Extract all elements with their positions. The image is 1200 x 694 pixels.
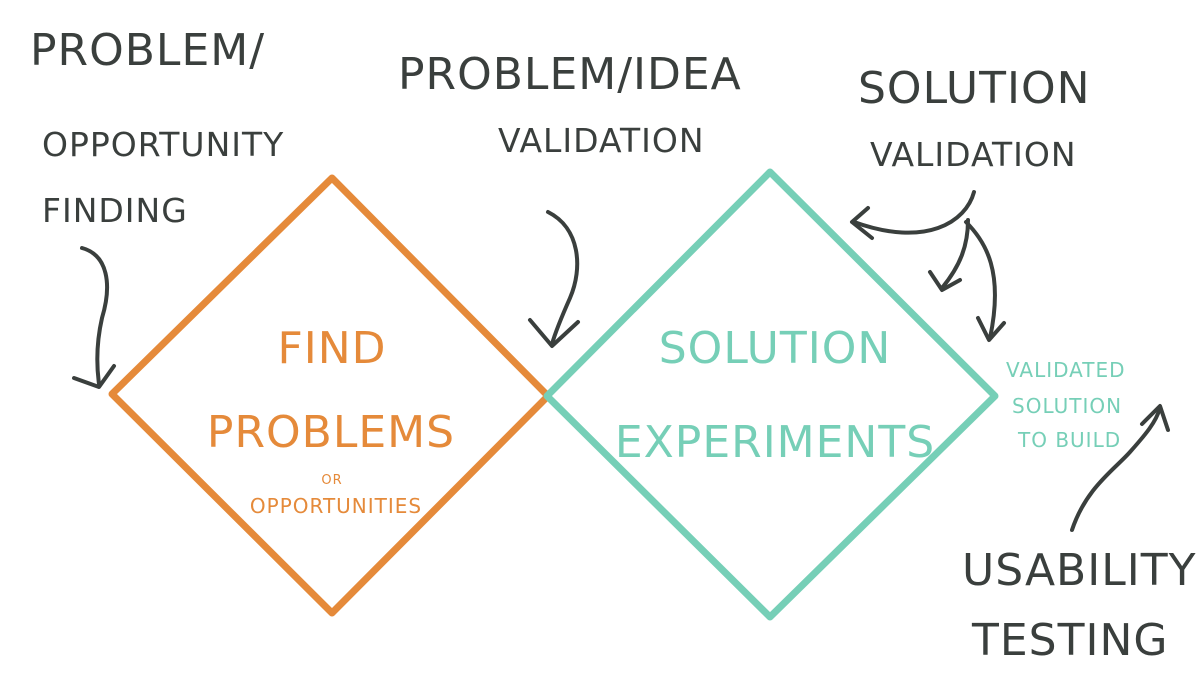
or-label: or — [321, 473, 343, 488]
solution-experiments-diamond — [543, 168, 999, 621]
problem-idea-validation-label: Validation — [498, 121, 705, 160]
testing-label: Testing — [972, 615, 1169, 666]
usability-label: Usability — [962, 545, 1197, 596]
find-problems-diamond — [108, 174, 552, 617]
problem-idea-label: Problem/Idea — [398, 49, 742, 100]
opportunity-label: Opportunity — [42, 125, 285, 164]
problems-label: Problems — [206, 407, 456, 458]
opportunities-label: Opportunities — [249, 494, 423, 518]
solution-validation-arrows — [850, 190, 1006, 342]
problem-opportunity-finding-label: Problem/ — [30, 25, 266, 76]
finding-label: Finding — [42, 191, 188, 230]
solution-validation-label: Validation — [870, 135, 1077, 174]
arrow-from-usability-testing — [1070, 404, 1170, 532]
solution-label: Solution — [858, 63, 1091, 114]
solution-experiments-line1: Solution — [658, 323, 892, 374]
label-line: Problem/ — [30, 25, 266, 76]
to-build-label: To Build — [1018, 428, 1122, 452]
arrow-to-junction — [528, 210, 580, 348]
find-label: Find — [277, 323, 387, 374]
arrow-to-left-diamond — [72, 246, 116, 389]
solution-outcome-label: Solution — [1012, 394, 1123, 418]
solution-experiments-line2: Experiments — [614, 417, 936, 468]
validated-label: Validated — [1006, 358, 1126, 382]
